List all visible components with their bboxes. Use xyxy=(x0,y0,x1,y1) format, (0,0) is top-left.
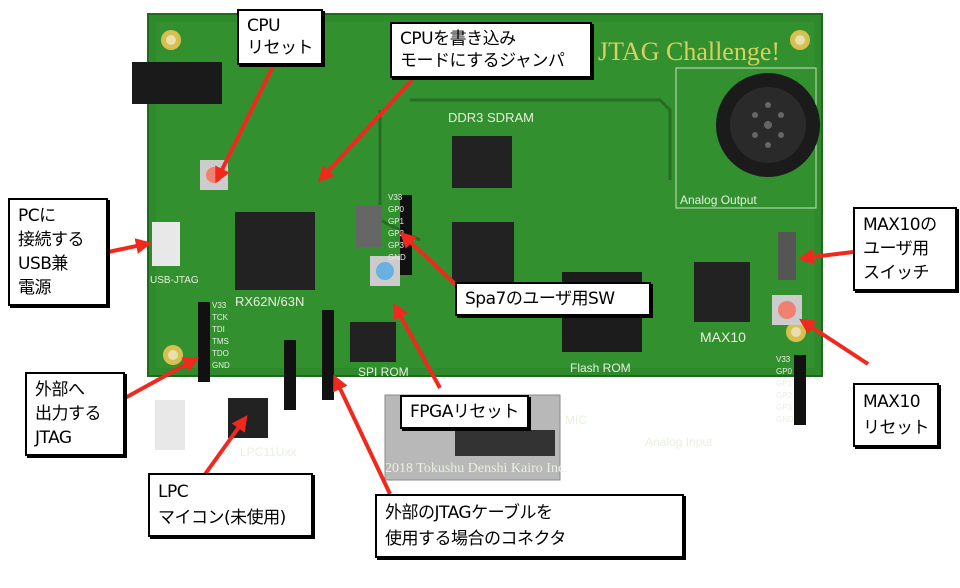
svg-text:GP3: GP3 xyxy=(388,241,405,250)
max10-reset-button xyxy=(778,301,796,319)
svg-text:GP2: GP2 xyxy=(776,391,793,400)
svg-text:V33: V33 xyxy=(388,193,403,202)
svg-text:TDO: TDO xyxy=(212,349,229,358)
fpga-reset-button xyxy=(376,262,394,280)
callout-spartan-sw: Spa7のユーザ用SW xyxy=(455,282,651,316)
svg-text:GP1: GP1 xyxy=(776,379,793,388)
fpga-chip xyxy=(452,222,514,282)
svg-text:GP0: GP0 xyxy=(776,367,793,376)
ddr-chip xyxy=(452,136,512,188)
label-analog-in: Analog Input xyxy=(645,435,713,449)
usb-connector-2 xyxy=(155,400,185,450)
callout-cpu-reset: CPU リセット xyxy=(237,9,323,65)
callout-jtag-out: 外部へ 出力する JTAG xyxy=(25,372,125,456)
label-copyright: 2018 Tokushu Denshi Kairo Inc. xyxy=(385,461,568,476)
label-usb: USB-JTAG xyxy=(150,275,199,286)
svg-text:GP3: GP3 xyxy=(776,403,793,412)
label-lpc: LPC11Uxx xyxy=(240,445,296,459)
svg-text:GND: GND xyxy=(388,253,406,262)
spartan-switch xyxy=(356,205,382,247)
callout-cpu-write-jumper: CPUを書き込み モードにするジャンパ xyxy=(390,22,592,78)
board-title: JTAG Challenge! xyxy=(598,37,780,66)
usb-connector xyxy=(152,222,180,266)
svg-text:GND: GND xyxy=(776,415,794,424)
svg-text:TCK: TCK xyxy=(212,313,229,322)
svg-text:TDI: TDI xyxy=(212,325,225,334)
label-flash: Flash ROM xyxy=(570,361,631,375)
spi-chip xyxy=(350,322,396,362)
callout-usb-power: PCに 接続する USB兼 電源 xyxy=(8,198,108,306)
callout-fpga-reset: FPGAリセット xyxy=(400,395,529,429)
svg-text:V33: V33 xyxy=(212,301,227,310)
max10-switch xyxy=(778,232,796,280)
callout-lpc-mcu: LPC マイコン(未使用) xyxy=(148,473,313,537)
label-ddr: DDR3 SDRAM xyxy=(448,110,534,125)
label-mic: MIC xyxy=(565,413,587,427)
label-cpu: RX62N/63N xyxy=(235,294,304,309)
svg-text:GND: GND xyxy=(212,361,230,370)
max10-chip xyxy=(694,262,750,322)
svg-text:GP2: GP2 xyxy=(388,229,405,238)
callout-max10-reset: MAX10 リセット xyxy=(853,383,939,447)
svg-text:GP1: GP1 xyxy=(388,217,405,226)
label-analog-out: Analog Output xyxy=(680,193,757,207)
cpu-reset-button xyxy=(206,167,222,183)
svg-text:TMS: TMS xyxy=(212,337,229,346)
lpc-chip xyxy=(228,398,268,438)
callout-ext-jtag-connector: 外部のJTAGケーブルを 使用する場合のコネクタ xyxy=(375,494,684,558)
cpu-chip xyxy=(235,212,315,290)
power-jack xyxy=(132,62,222,104)
svg-text:GP0: GP0 xyxy=(388,205,405,214)
svg-text:V33: V33 xyxy=(776,355,791,364)
label-spi: SPI ROM xyxy=(358,365,409,379)
label-max10: MAX10 xyxy=(700,329,746,345)
callout-max10-switch: MAX10の ユーザ用 スイッチ xyxy=(853,207,957,291)
